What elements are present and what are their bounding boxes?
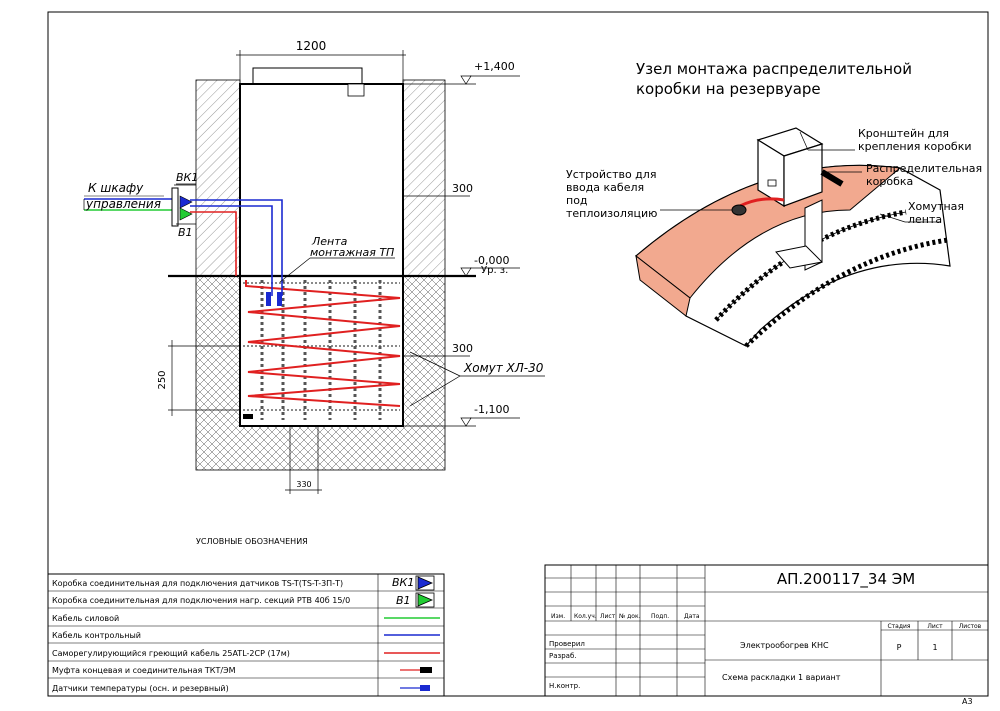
box-mount-detail: Узел монтажа распределительной коробки н… <box>566 60 982 348</box>
v-sheet: 1 <box>932 643 937 652</box>
label-clamp: Хомут ХЛ-30 <box>463 361 544 375</box>
legend-row-text: Муфта концевая и соединительная ТКТ/ЭМ <box>52 666 236 675</box>
label-bracket-2: крепления коробки <box>858 140 972 153</box>
label-box-1: Распределительная <box>866 162 982 175</box>
heating-cable <box>245 280 401 407</box>
col-izm: Изм. <box>551 613 565 620</box>
project-name: Электрообогрев КНС <box>740 641 829 650</box>
box-v1-icon <box>179 207 193 221</box>
drawing-code: АП.200117_34 ЭМ <box>777 570 915 589</box>
legend-row-text: Коробка соединительная для подключения д… <box>52 579 343 588</box>
label-tape-2: монтажная ТП <box>310 246 394 259</box>
tank-section: 1200 +1,400 300 -0,000 Ур. з. 300 -1,100… <box>83 39 545 494</box>
dim-width: 1200 <box>296 39 327 53</box>
legend-row-text: Кабель контрольный <box>52 631 141 640</box>
level-bottom: -1,100 <box>474 403 509 416</box>
level-top: +1,400 <box>474 60 515 73</box>
label-box-2: коробка <box>866 175 913 188</box>
col-data: Дата <box>684 613 700 620</box>
box-vk1-icon <box>179 195 193 209</box>
col-ndok: № док. <box>619 613 641 620</box>
legend-symbol-v1: В1 <box>396 594 411 607</box>
legend-row-text: Кабель силовой <box>52 614 119 623</box>
dim-bottom: 330 <box>296 480 311 489</box>
row-razr: Разраб. <box>549 652 577 660</box>
detail-title-2: коробки на резервуаре <box>636 80 821 98</box>
control-cable-1 <box>190 205 273 296</box>
control-cable-2 <box>190 199 283 296</box>
detail-title-1: Узел монтажа распределительной <box>636 60 912 78</box>
row-nkontr: Н.контр. <box>549 682 580 690</box>
label-vk1: ВК1 <box>176 171 198 184</box>
temp-sensor <box>277 292 282 306</box>
dim-wall-mid: 300 <box>452 342 473 355</box>
label-bracket-1: Кронштейн для <box>858 127 949 140</box>
label-to-cabinet-2: управления <box>85 197 161 211</box>
label-to-cabinet-1: К шкафу <box>88 181 144 195</box>
col-podp: Подп. <box>651 613 669 620</box>
dim-spacing: 250 <box>157 370 168 389</box>
col-list: Лист <box>600 613 616 620</box>
label-device-1: Устройство для <box>566 168 656 181</box>
label-tape-detail-2: лента <box>908 213 942 226</box>
legend-row-text: Датчики температуры (осн. и резервный) <box>52 684 229 693</box>
label-device-2: ввода кабеля <box>566 181 644 194</box>
level-ground-sub: Ур. з. <box>481 265 508 276</box>
label-device-4: теплоизоляцию <box>566 207 657 220</box>
legend-symbol-vk1: ВК1 <box>392 576 414 589</box>
label-v1: В1 <box>178 226 193 239</box>
level-ground: -0,000 <box>474 254 509 267</box>
h-stage: Стадия <box>887 623 910 630</box>
dim-wall-top: 300 <box>452 182 473 195</box>
legend-row-text: Коробка соединительная для подключения н… <box>52 596 350 605</box>
v-stage: Р <box>897 643 902 652</box>
sheet-format: А3 <box>962 697 973 706</box>
legend-coupling-icon <box>420 667 432 673</box>
h-sheets: Листов <box>959 623 982 630</box>
legend: УСЛОВНЫЕ ОБОЗНАЧЕНИЯ Коробка соединитель… <box>47 537 445 697</box>
sheet-title: Схема раскладки 1 вариант <box>722 673 841 682</box>
h-sheet: Лист <box>927 623 943 630</box>
label-tape-detail-1: Хомутная <box>908 200 964 213</box>
legend-row-text: Саморегулирующийся греющий кабель 25ATL-… <box>52 649 290 658</box>
legend-sensor-icon <box>420 685 430 691</box>
legend-heading: УСЛОВНЫЕ ОБОЗНАЧЕНИЯ <box>196 537 308 546</box>
col-kol: Кол.уч. <box>574 613 597 620</box>
title-block: АП.200117_34 ЭМ Изм. Кол.уч. Лист № док.… <box>544 564 989 697</box>
label-tape-1: Лента <box>311 235 348 248</box>
row-prov: Проверил <box>549 640 585 648</box>
label-device-3: под <box>566 194 588 207</box>
temp-sensor <box>266 292 271 306</box>
sheet-frame <box>47 11 989 697</box>
